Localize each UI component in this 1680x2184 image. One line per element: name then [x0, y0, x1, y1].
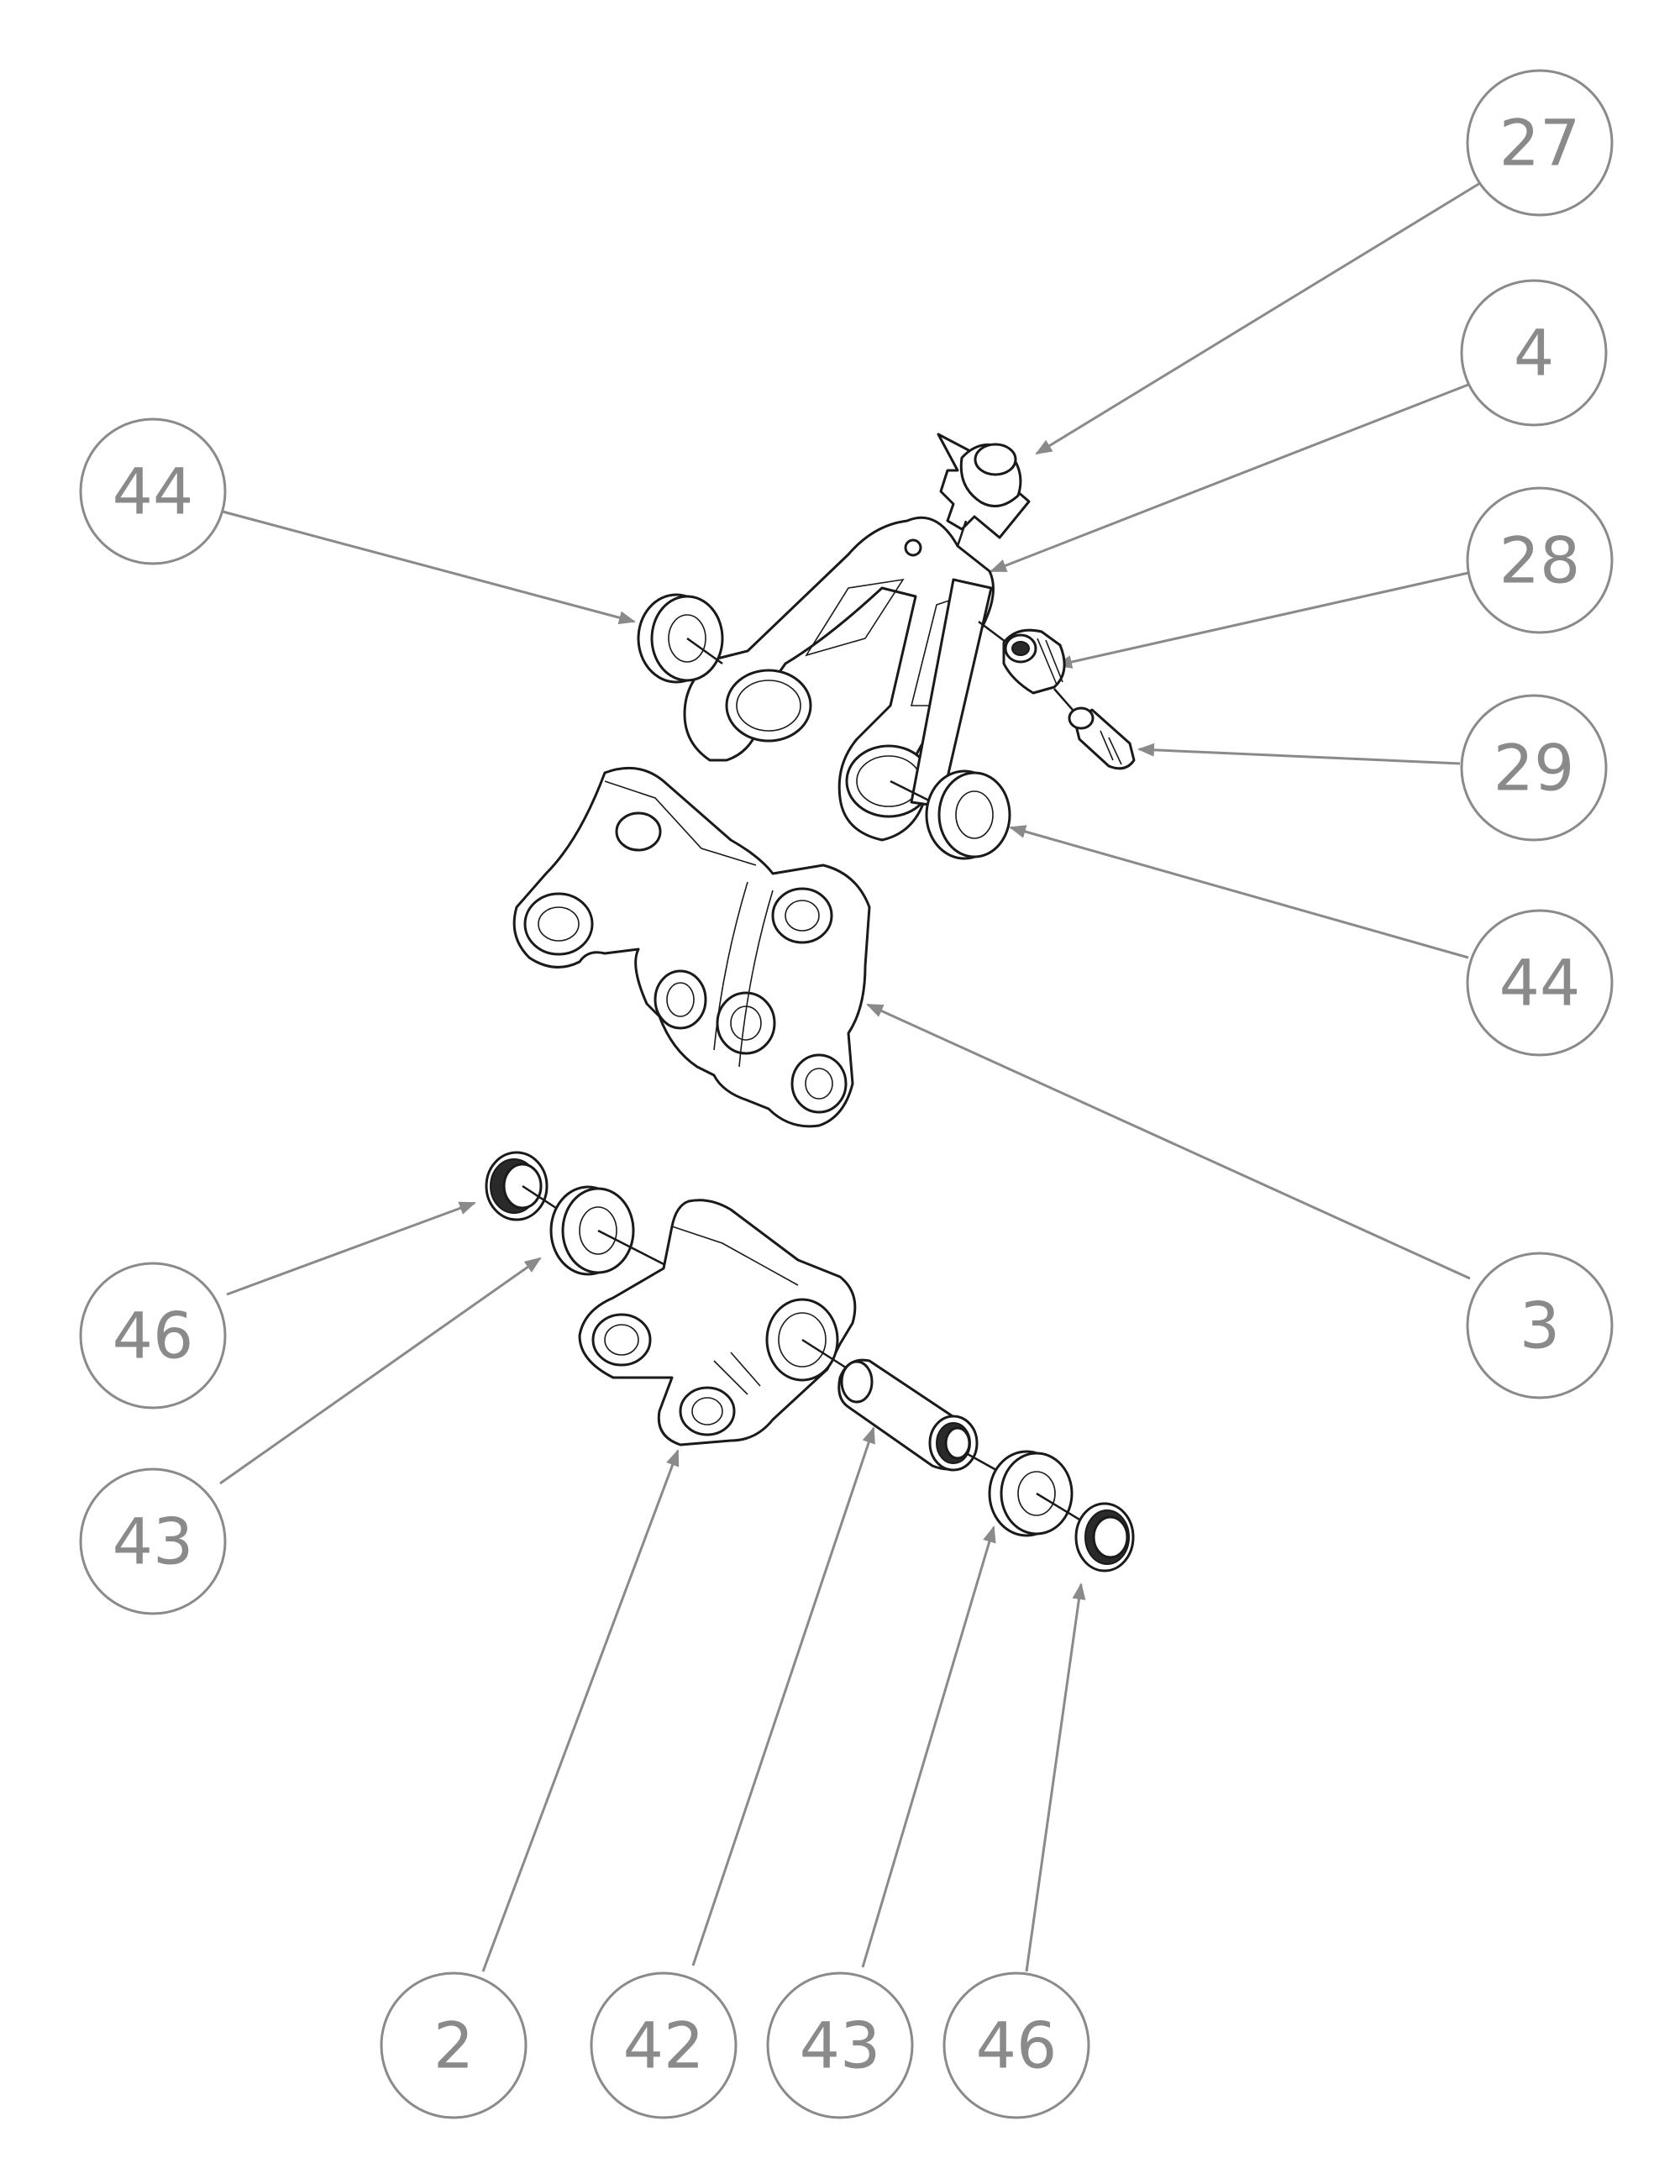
balloon-43-left[interactable]: 43 [79, 1467, 227, 1615]
balloon-46-bottom-label: 46 [976, 2008, 1058, 2083]
balloon-43-bottom[interactable]: 43 [766, 1971, 914, 2119]
balloon-46-bottom[interactable]: 46 [942, 1971, 1090, 2119]
balloon-42[interactable]: 42 [590, 1971, 738, 2119]
part-43-bottom-bearing [988, 1450, 1089, 1537]
leader-43-left [219, 1257, 542, 1485]
balloon-3-label: 3 [1520, 1289, 1560, 1363]
balloon-29[interactable]: 29 [1460, 694, 1608, 842]
leader-29 [1137, 743, 1461, 765]
balloon-43-bottom-label: 43 [800, 2008, 881, 2083]
balloon-3[interactable]: 3 [1466, 1252, 1614, 1399]
balloon-44-right[interactable]: 44 [1466, 909, 1614, 1057]
part-4-rocker-link [683, 516, 995, 842]
balloon-29-label: 29 [1494, 731, 1575, 806]
balloon-27-label: 27 [1499, 106, 1581, 181]
balloon-28-label: 28 [1499, 523, 1581, 598]
balloon-28[interactable]: 28 [1466, 486, 1614, 634]
part-44-left-bearing [637, 593, 724, 684]
part-43-left-bearing [549, 1185, 673, 1276]
part-29-bolt [1053, 688, 1136, 770]
part-44-right-bearing [890, 769, 1011, 860]
leader-46-left [226, 1201, 476, 1296]
leader-46-bottom [1025, 1583, 1086, 1972]
balloon-44-right-label: 44 [1499, 946, 1581, 1021]
part-46-left-washer [485, 1151, 559, 1221]
leader-28 [1055, 571, 1469, 669]
balloon-2[interactable]: 2 [380, 1971, 528, 2119]
balloon-44-left[interactable]: 44 [79, 417, 227, 565]
part-46-bottom-washer [1074, 1502, 1135, 1572]
leader-lines [219, 181, 1481, 1972]
leader-44-right [1009, 825, 1469, 959]
balloon-4-label: 4 [1514, 316, 1554, 391]
balloons: 27 4 28 29 44 44 3 46 [79, 69, 1614, 2119]
leader-27 [1035, 181, 1481, 455]
balloon-4[interactable]: 4 [1460, 279, 1608, 427]
balloon-42-label: 42 [623, 2008, 705, 2083]
balloon-27[interactable]: 27 [1466, 69, 1614, 217]
leader-43-bottom [861, 1525, 996, 1968]
balloon-46-left-label: 46 [113, 1299, 194, 1373]
balloon-44-left-label: 44 [113, 454, 194, 529]
part-27-clamp-nut [937, 433, 1031, 547]
balloon-43-left-label: 43 [113, 1504, 194, 1579]
balloon-46-left[interactable]: 46 [79, 1262, 227, 1410]
leader-44-left [222, 510, 636, 625]
leader-42 [691, 1426, 875, 1966]
balloon-2-label: 2 [433, 2008, 474, 2083]
leader-2 [481, 1449, 680, 1972]
part-3-main-link [512, 766, 871, 1128]
leader-4 [990, 381, 1473, 573]
part-42-axle-sleeve [801, 1338, 1005, 1476]
part-28-bushing [978, 621, 1066, 695]
leader-3 [866, 1003, 1471, 1280]
